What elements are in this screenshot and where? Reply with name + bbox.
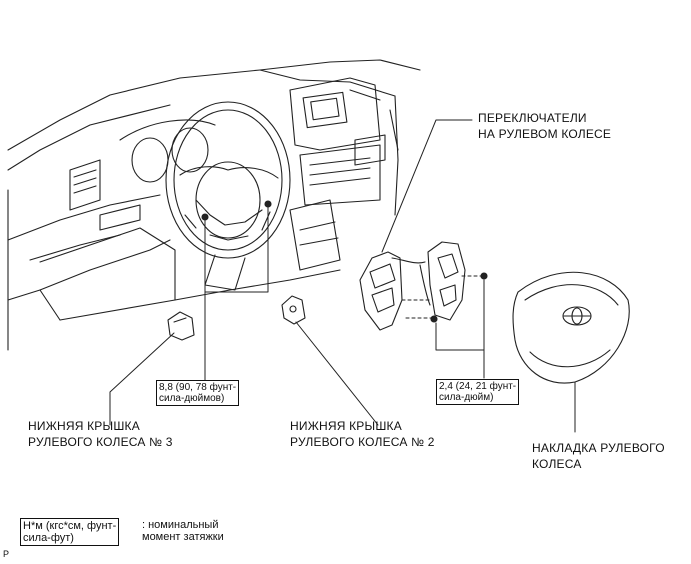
torque-left-line1: 8,8 (90, 78 фунт- — [159, 382, 237, 393]
legend-box-line1: Н*м (кгс*см, фунт- — [23, 520, 117, 532]
steering-pad-drawing — [512, 271, 630, 384]
legend-description: : номинальный момент затяжки — [142, 519, 224, 543]
lower-cover-3-label: НИЖНЯЯ КРЫШКА РУЛЕВОГО КОЛЕСА № 3 — [28, 418, 173, 450]
torque-right-line1: 2,4 (24, 21 фунт- — [439, 381, 517, 392]
lower-cover-2-line2: РУЛЕВОГО КОЛЕСА № 2 — [290, 435, 435, 449]
lower-cover-2-line1: НИЖНЯЯ КРЫШКА — [290, 419, 402, 433]
switches-label-line2: НА РУЛЕВОМ КОЛЕСЕ — [478, 127, 612, 141]
switch-right-drawing — [419, 241, 466, 321]
lower-cover-3-line2: РУЛЕВОГО КОЛЕСА № 3 — [28, 435, 173, 449]
torque-left-line2: сила-дюймов) — [159, 393, 225, 404]
dashboard-drawing — [7, 59, 421, 351]
lower-cover-2-drawing — [281, 295, 306, 325]
legend-desc-line2: момент затяжки — [142, 531, 224, 543]
pad-label-line1: НАКЛАДКА РУЛЕВОГО — [532, 441, 665, 455]
switches-label: ПЕРЕКЛЮЧАТЕЛИ НА РУЛЕВОМ КОЛЕСЕ — [478, 110, 611, 142]
leader-lines — [109, 119, 576, 433]
legend-box-line2: сила-фут) — [23, 532, 74, 544]
page-marker: P — [3, 549, 10, 559]
pad-label: НАКЛАДКА РУЛЕВОГО КОЛЕСА — [532, 440, 665, 472]
switches-label-line1: ПЕРЕКЛЮЧАТЕЛИ — [478, 111, 587, 125]
legend-box: Н*м (кгс*см, фунт- сила-фут) — [20, 518, 120, 546]
lower-cover-2-label: НИЖНЯЯ КРЫШКА РУЛЕВОГО КОЛЕСА № 2 — [290, 418, 435, 450]
pad-label-line2: КОЛЕСА — [532, 457, 582, 471]
lower-cover-3-line1: НИЖНЯЯ КРЫШКА — [28, 419, 140, 433]
torque-box-left: 8,8 (90, 78 фунт- сила-дюймов) — [156, 380, 240, 406]
legend-desc-line1: : номинальный — [142, 519, 219, 531]
lower-cover-3-drawing — [167, 311, 195, 341]
torque-box-right: 2,4 (24, 21 фунт- сила-дюйм) — [436, 379, 520, 405]
steering-wheel-drawing — [165, 101, 291, 291]
torque-right-line2: сила-дюйм) — [439, 392, 494, 403]
